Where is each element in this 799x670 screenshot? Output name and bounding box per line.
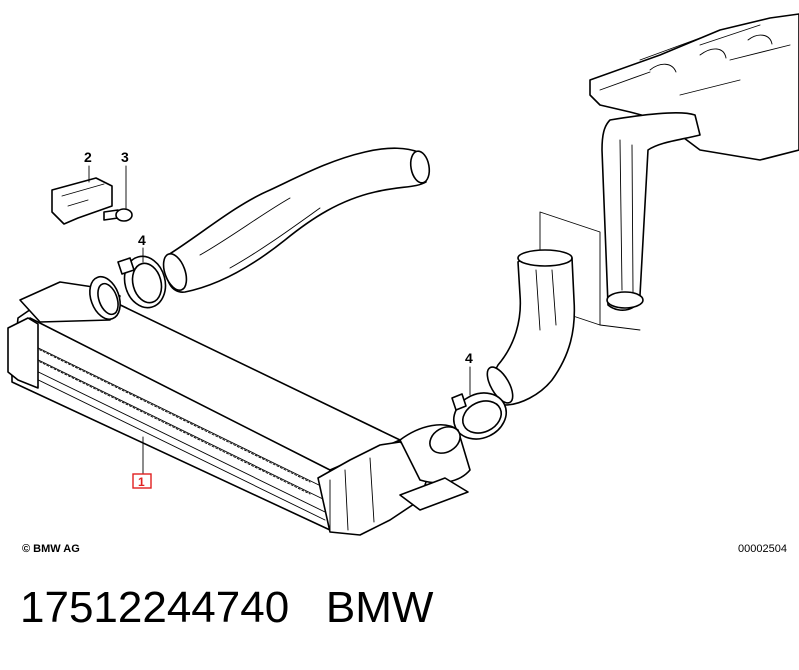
part-caption: 17512244740 BMW xyxy=(20,583,433,633)
copyright-text: © BMW AG xyxy=(22,543,80,555)
callout-1-highlight-box xyxy=(132,473,152,489)
hose-clamp-lower xyxy=(451,392,507,440)
part-number: 17512244740 xyxy=(20,583,290,632)
callout-4-upper: 4 xyxy=(138,232,146,248)
callout-4-lower: 4 xyxy=(465,350,473,366)
callout-1: 1 xyxy=(138,475,145,489)
intake-manifold xyxy=(539,13,799,331)
intercooler xyxy=(7,275,471,536)
bracket xyxy=(51,177,113,225)
brand-name: BMW xyxy=(325,583,434,632)
callout-2: 2 xyxy=(84,149,92,165)
charge-air-hose-upper xyxy=(162,147,431,293)
hose-clamp-upper xyxy=(117,255,167,309)
diagram-id: 00002504 xyxy=(738,543,787,555)
callout-3: 3 xyxy=(121,149,129,165)
charge-air-hose-lower xyxy=(486,249,576,406)
callout-leaders xyxy=(88,165,471,475)
screw xyxy=(103,208,133,222)
